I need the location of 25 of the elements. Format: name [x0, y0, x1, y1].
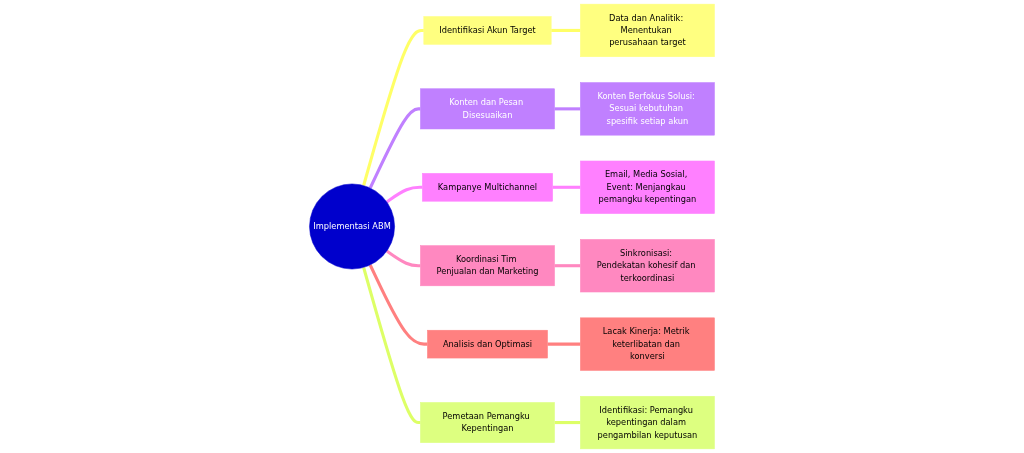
- node-box: Pemetaan Pemangku Kepentingan: [420, 402, 555, 443]
- node-box: Koordinasi Tim Penjualan dan Marketing: [420, 245, 555, 287]
- connector: [368, 264, 428, 346]
- node-box: Identifikasi: Pemangku kepentingan dalam pengambilan keputusan: [580, 396, 715, 450]
- connector: [368, 107, 421, 189]
- node-box: Identifikasi Akun Target: [423, 16, 552, 45]
- connector: [552, 185, 581, 189]
- node-box: Data dan Analitik: Menentukan perusahaan target: [580, 3, 715, 57]
- node-box: Konten dan Pesan Disesuaikan: [420, 88, 555, 130]
- node-box: Lacak Kinerja: Metrik keterlibatan dan konversi: [580, 317, 715, 371]
- connector: [547, 342, 581, 346]
- node-box: Analisis dan Optimasi: [427, 329, 548, 359]
- connector: [551, 28, 581, 32]
- node-box: Kampanye Multichannel: [422, 173, 553, 202]
- connector: [385, 249, 421, 268]
- node-box: Sinkronisasi: Pendekatan kohesif dan terkoordinasi: [580, 239, 715, 293]
- connector: [362, 267, 421, 425]
- connector: [385, 185, 423, 204]
- node-circle: Implementasi ABM: [309, 183, 395, 270]
- connector: [554, 107, 581, 111]
- node-box: Konten Berfokus Solusi: Sesuai kebutuhan spesifik setiap akun: [580, 82, 715, 136]
- connector: [362, 28, 424, 186]
- node-box: Email, Media Sosial, Event: Menjangkau pemangku kepentingan: [580, 160, 715, 214]
- connector: [554, 421, 581, 425]
- connector: [554, 264, 581, 268]
